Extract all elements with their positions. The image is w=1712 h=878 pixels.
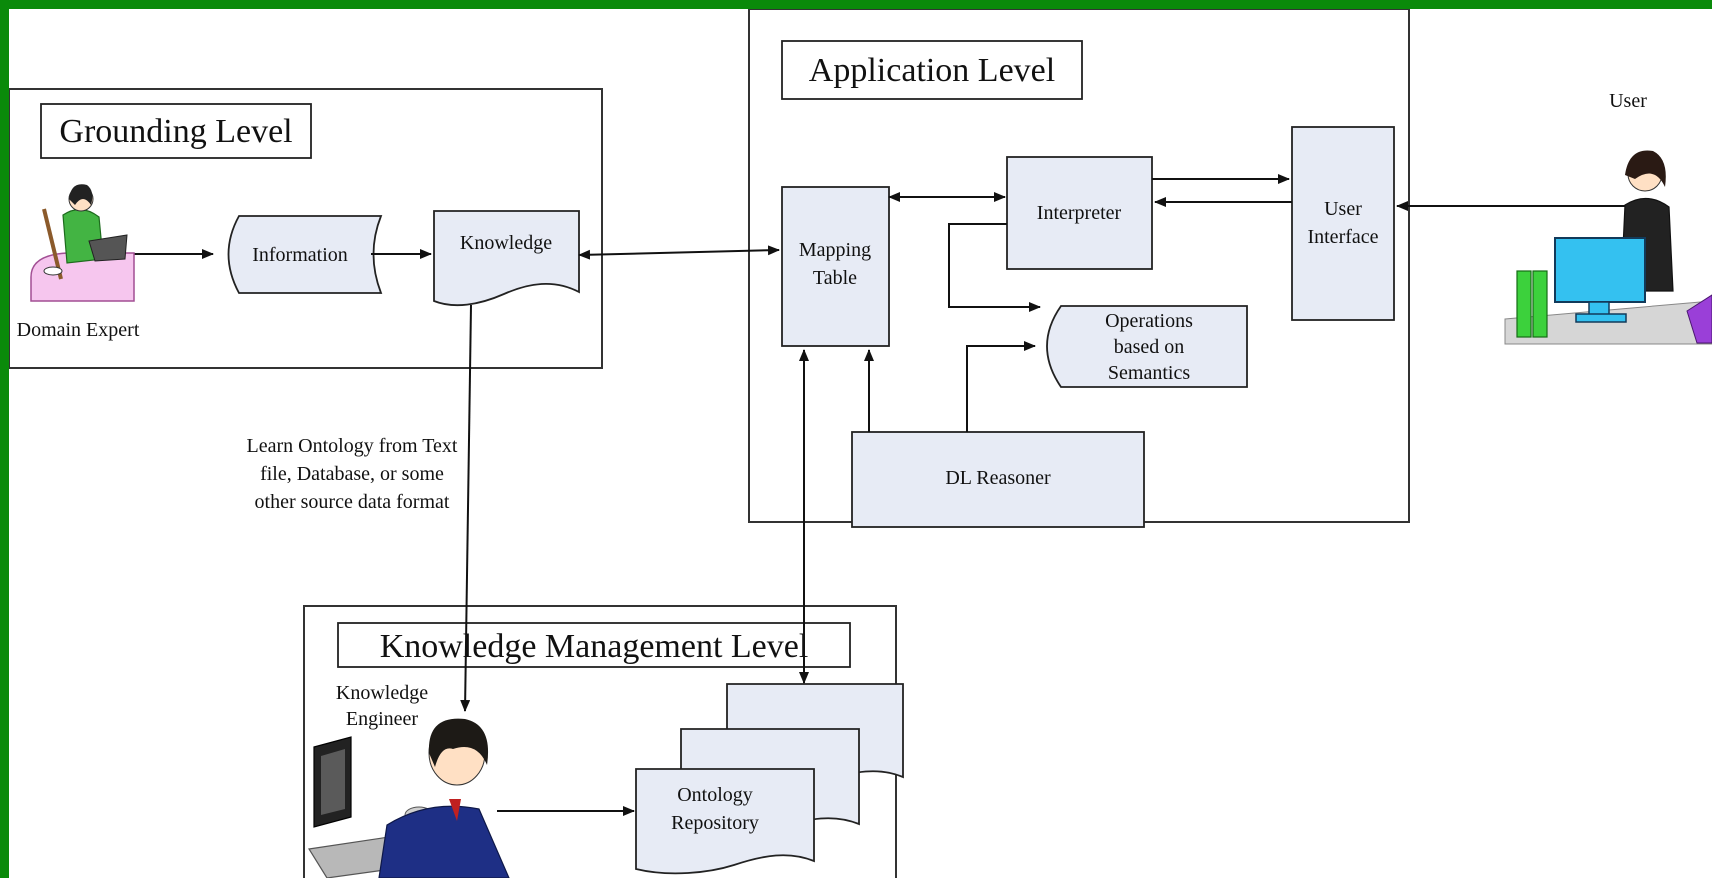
domain-expert-label: Domain Expert xyxy=(17,319,140,341)
user-monitor-base xyxy=(1575,313,1627,323)
grounding-level-title-box xyxy=(40,103,312,159)
knowledge-node xyxy=(433,210,580,307)
user-binder-2 xyxy=(1532,270,1548,338)
information-label: Information xyxy=(252,244,348,266)
user-binder-1 xyxy=(1516,270,1532,338)
mapping-table-node xyxy=(781,186,890,347)
domain-expert-figure xyxy=(30,184,135,302)
knowledge-management-title-box xyxy=(337,622,851,668)
arrow-interpreter-to-operations xyxy=(948,223,1041,312)
knowledge-engineer-label-line1: Knowledge xyxy=(336,682,428,704)
learn-ontology-label-line1: Learn Ontology from Text xyxy=(247,435,458,457)
dl-reasoner-node xyxy=(851,431,1145,528)
user-hair xyxy=(1625,150,1666,187)
interpreter-node xyxy=(1006,156,1153,270)
ontology-repository-node xyxy=(635,768,815,875)
engineer-body xyxy=(378,805,510,878)
ontology-repository-label-line1: Ontology xyxy=(677,784,753,806)
operations-node xyxy=(1046,305,1248,388)
user-monitor xyxy=(1554,237,1646,303)
grounding-level-title: Grounding Level xyxy=(59,113,292,150)
mapping-table-label-line1: Mapping xyxy=(799,239,871,261)
diagram-canvas: Grounding Level Application Level Knowle… xyxy=(9,9,1712,878)
dl-reasoner-label: DL Reasoner xyxy=(945,467,1051,489)
ontology-repository-stack xyxy=(635,683,904,875)
expert-cup xyxy=(43,266,63,276)
learn-ontology-label-line3: other source data format xyxy=(255,491,450,513)
interpreter-label: Interpreter xyxy=(1037,202,1122,224)
mapping-table-label-line2: Table xyxy=(813,267,857,289)
user-interface-node xyxy=(1291,126,1395,321)
information-node xyxy=(227,215,383,294)
user-label: User xyxy=(1609,90,1647,112)
engineer-tie xyxy=(449,799,461,821)
knowledge-engineer-label-line2: Engineer xyxy=(346,708,419,730)
user-folder xyxy=(1686,294,1712,344)
operations-label-line2: based on xyxy=(1114,336,1185,358)
arrow-knowledge-to-engineer xyxy=(460,304,472,712)
expert-laptop xyxy=(88,234,128,262)
operations-label-line3: Semantics xyxy=(1108,362,1190,384)
engineer-hair xyxy=(428,718,489,767)
application-level-title: Application Level xyxy=(809,52,1055,89)
application-level-title-box xyxy=(781,40,1083,100)
user-figure xyxy=(1504,150,1712,345)
user-interface-label-line2: Interface xyxy=(1307,226,1378,248)
learn-ontology-label-line2: file, Database, or some xyxy=(260,463,444,485)
engineer-screen xyxy=(321,749,345,815)
knowledge-engineer-figure xyxy=(308,718,510,878)
operations-label-line1: Operations xyxy=(1105,310,1193,332)
expert-hair xyxy=(69,184,93,205)
knowledge-label: Knowledge xyxy=(460,232,552,254)
architecture-diagram: Grounding Level Application Level Knowle… xyxy=(9,9,1712,878)
knowledge-management-title: Knowledge Management Level xyxy=(380,628,809,665)
ontology-repository-label-line2: Repository xyxy=(671,812,759,834)
user-interface-label-line1: User xyxy=(1324,198,1362,220)
arrow-reasoner-to-operations xyxy=(966,341,1036,432)
arrow-knowledge-mapping xyxy=(578,245,780,260)
